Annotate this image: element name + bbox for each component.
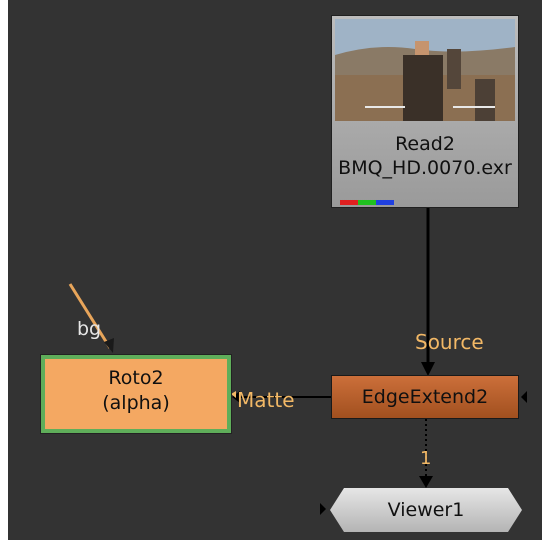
edgeextend2-node[interactable]: EdgeExtend2 [331, 375, 519, 419]
viewer1-node-name: Viewer1 [387, 499, 465, 521]
matte-input-label: Matte [237, 388, 295, 412]
red-channel-swatch [340, 200, 358, 205]
roto2-node[interactable]: Roto2 (alpha) [40, 354, 232, 434]
read2-node-name: Read2 [395, 133, 455, 155]
edgeextend2-node-name: EdgeExtend2 [361, 386, 489, 408]
blue-channel-swatch [376, 200, 394, 205]
green-channel-swatch [358, 200, 376, 205]
roto2-channel: (alpha) [102, 392, 170, 414]
bg-input-label: bg [77, 318, 102, 340]
viewer1-node[interactable]: Viewer1 [330, 488, 522, 532]
source-input-label: Source [415, 330, 484, 354]
roto2-node-name: Roto2 [108, 367, 164, 389]
viewer-input-number: 1 [420, 448, 432, 469]
read2-node[interactable]: Read2 BMQ_HD.0070.exr [331, 15, 519, 208]
read2-file-name: BMQ_HD.0070.exr [338, 157, 512, 179]
read2-thumbnail [335, 19, 515, 121]
